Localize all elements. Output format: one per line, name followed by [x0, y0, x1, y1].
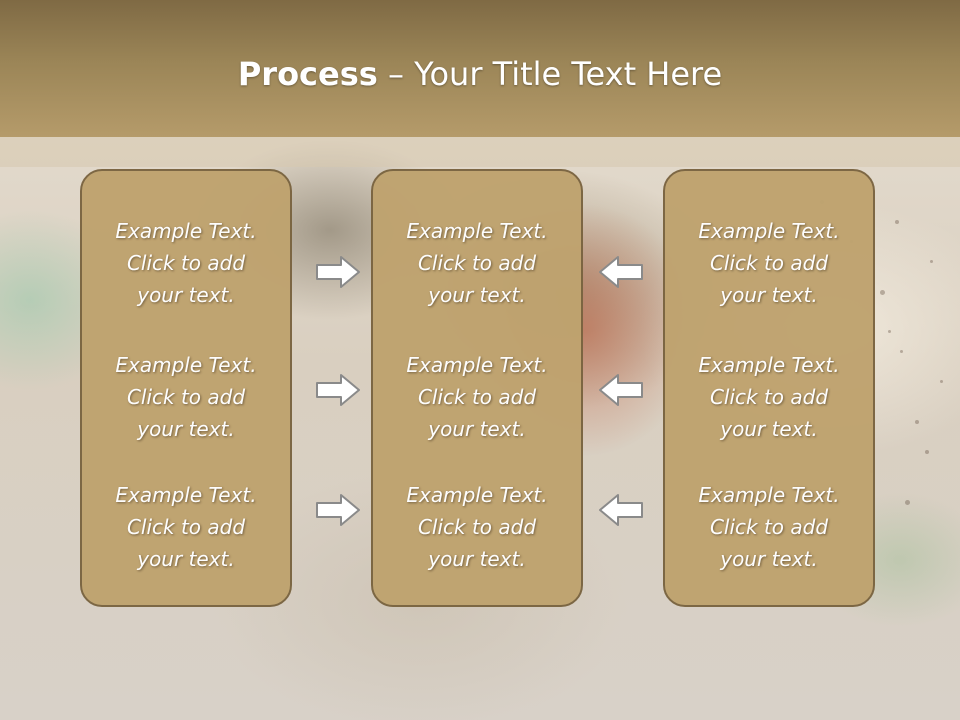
text-line: Example Text. [406, 483, 548, 507]
text-line: your text. [428, 283, 526, 307]
text-placeholder[interactable]: Example Text. Click to add your text. [373, 215, 581, 311]
text-line: Example Text. [698, 353, 840, 377]
process-box-right[interactable]: Example Text. Click to add your text. Ex… [663, 169, 875, 607]
text-line: your text. [720, 417, 818, 441]
title-bar [0, 0, 960, 137]
text-placeholder[interactable]: Example Text. Click to add your text. [665, 349, 873, 445]
text-line: Example Text. [115, 353, 257, 377]
text-line: Example Text. [406, 353, 548, 377]
text-placeholder[interactable]: Example Text. Click to add your text. [665, 479, 873, 575]
text-line: your text. [137, 283, 235, 307]
process-box-left[interactable]: Example Text. Click to add your text. Ex… [80, 169, 292, 607]
process-box-center[interactable]: Example Text. Click to add your text. Ex… [371, 169, 583, 607]
text-line: Example Text. [698, 219, 840, 243]
right-arrow-icon[interactable] [315, 492, 361, 528]
text-line: Click to add [417, 251, 537, 275]
text-line: Click to add [709, 515, 829, 539]
text-line: your text. [428, 417, 526, 441]
slide-title[interactable]: Process – Your Title Text Here [0, 52, 960, 96]
text-placeholder[interactable]: Example Text. Click to add your text. [665, 215, 873, 311]
text-placeholder[interactable]: Example Text. Click to add your text. [373, 479, 581, 575]
text-line: Example Text. [115, 483, 257, 507]
text-line: your text. [137, 417, 235, 441]
title-bold: Process [237, 55, 378, 93]
text-line: your text. [720, 547, 818, 571]
title-underline-strip [0, 137, 960, 167]
text-placeholder[interactable]: Example Text. Click to add your text. [82, 479, 290, 575]
text-line: Click to add [126, 385, 246, 409]
right-arrow-icon[interactable] [315, 372, 361, 408]
left-arrow-icon[interactable] [598, 492, 644, 528]
text-line: Example Text. [115, 219, 257, 243]
text-placeholder[interactable]: Example Text. Click to add your text. [373, 349, 581, 445]
text-line: your text. [428, 547, 526, 571]
title-rest: – Your Title Text Here [377, 55, 723, 93]
text-line: Click to add [126, 251, 246, 275]
text-line: Click to add [709, 385, 829, 409]
left-arrow-icon[interactable] [598, 372, 644, 408]
right-arrow-icon[interactable] [315, 254, 361, 290]
left-arrow-icon[interactable] [598, 254, 644, 290]
text-placeholder[interactable]: Example Text. Click to add your text. [82, 215, 290, 311]
text-line: your text. [137, 547, 235, 571]
text-line: Click to add [417, 385, 537, 409]
text-line: Example Text. [698, 483, 840, 507]
text-line: Example Text. [406, 219, 548, 243]
text-line: Click to add [709, 251, 829, 275]
text-placeholder[interactable]: Example Text. Click to add your text. [82, 349, 290, 445]
text-line: Click to add [126, 515, 246, 539]
text-line: your text. [720, 283, 818, 307]
text-line: Click to add [417, 515, 537, 539]
